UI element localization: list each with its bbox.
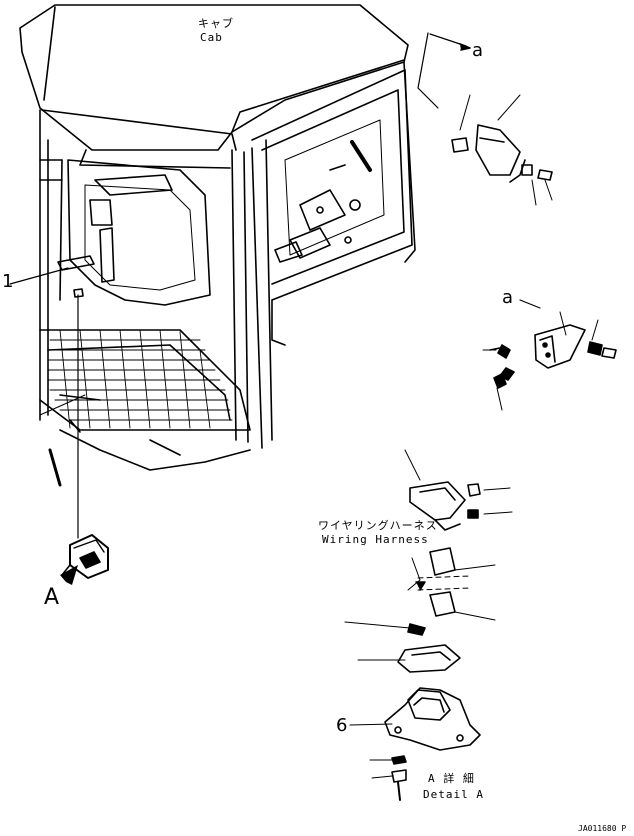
detail-label-en: Detail A xyxy=(423,788,484,801)
cab-label-en: Cab xyxy=(200,31,223,44)
part-number-6: 6 xyxy=(336,715,348,736)
cab-assembly xyxy=(19,4,416,487)
bracket-assembly-a-mid xyxy=(482,299,617,411)
bracket-assembly-a-top xyxy=(417,32,553,206)
part-number-1: 1 xyxy=(2,271,14,292)
reference-a-mid: a xyxy=(502,287,514,308)
cab-label-jp: キャブ xyxy=(198,17,234,30)
detail-label-jp: A 詳 細 xyxy=(428,772,475,785)
view-a-component xyxy=(60,534,109,585)
reference-a-top: a xyxy=(472,40,484,61)
harness-label-en: Wiring Harness xyxy=(322,533,429,546)
harness-label-jp: ワイヤリングハーネス xyxy=(318,519,438,532)
decal-part-1 xyxy=(9,255,95,298)
view-a-label: A xyxy=(44,585,60,610)
drawing-code: JA011680 P xyxy=(578,824,627,833)
detail-a-exploded xyxy=(344,449,513,801)
